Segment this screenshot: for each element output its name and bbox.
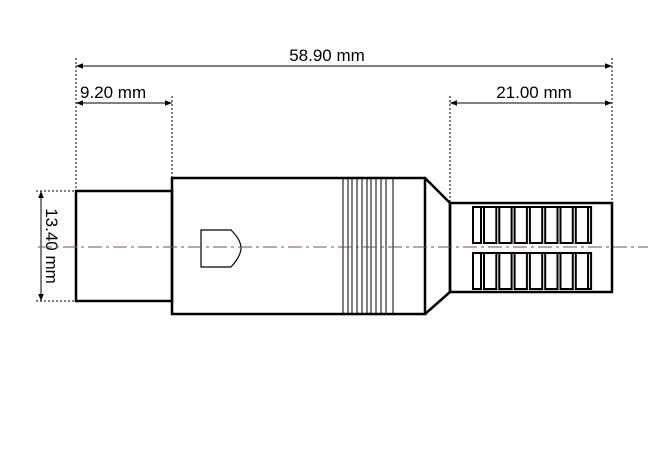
overall-length-label: 58.90 mm (289, 46, 365, 65)
cone (424, 177, 452, 315)
front-sleeve (74, 189, 174, 303)
dimension-front-diameter: 13.40 mm (38, 191, 61, 301)
slot-band (472, 252, 593, 290)
main-body (170, 176, 427, 316)
strain-relief-length-label: 21.00 mm (496, 83, 572, 102)
front-length-label: 9.20 mm (80, 83, 146, 102)
front-diameter-label: 13.40 mm (42, 208, 61, 284)
strain-relief-slots (472, 206, 593, 290)
dimension-strain-relief-length: 21.00 mm (450, 83, 612, 106)
dimension-front-length: 9.20 mm (76, 83, 172, 106)
dimension-overall-length: 58.90 mm (76, 46, 612, 69)
connector-outline (74, 176, 614, 316)
slot-band (472, 206, 593, 244)
grip-ribs (342, 179, 394, 313)
key-marker (200, 229, 242, 268)
extension-lines (36, 58, 613, 302)
